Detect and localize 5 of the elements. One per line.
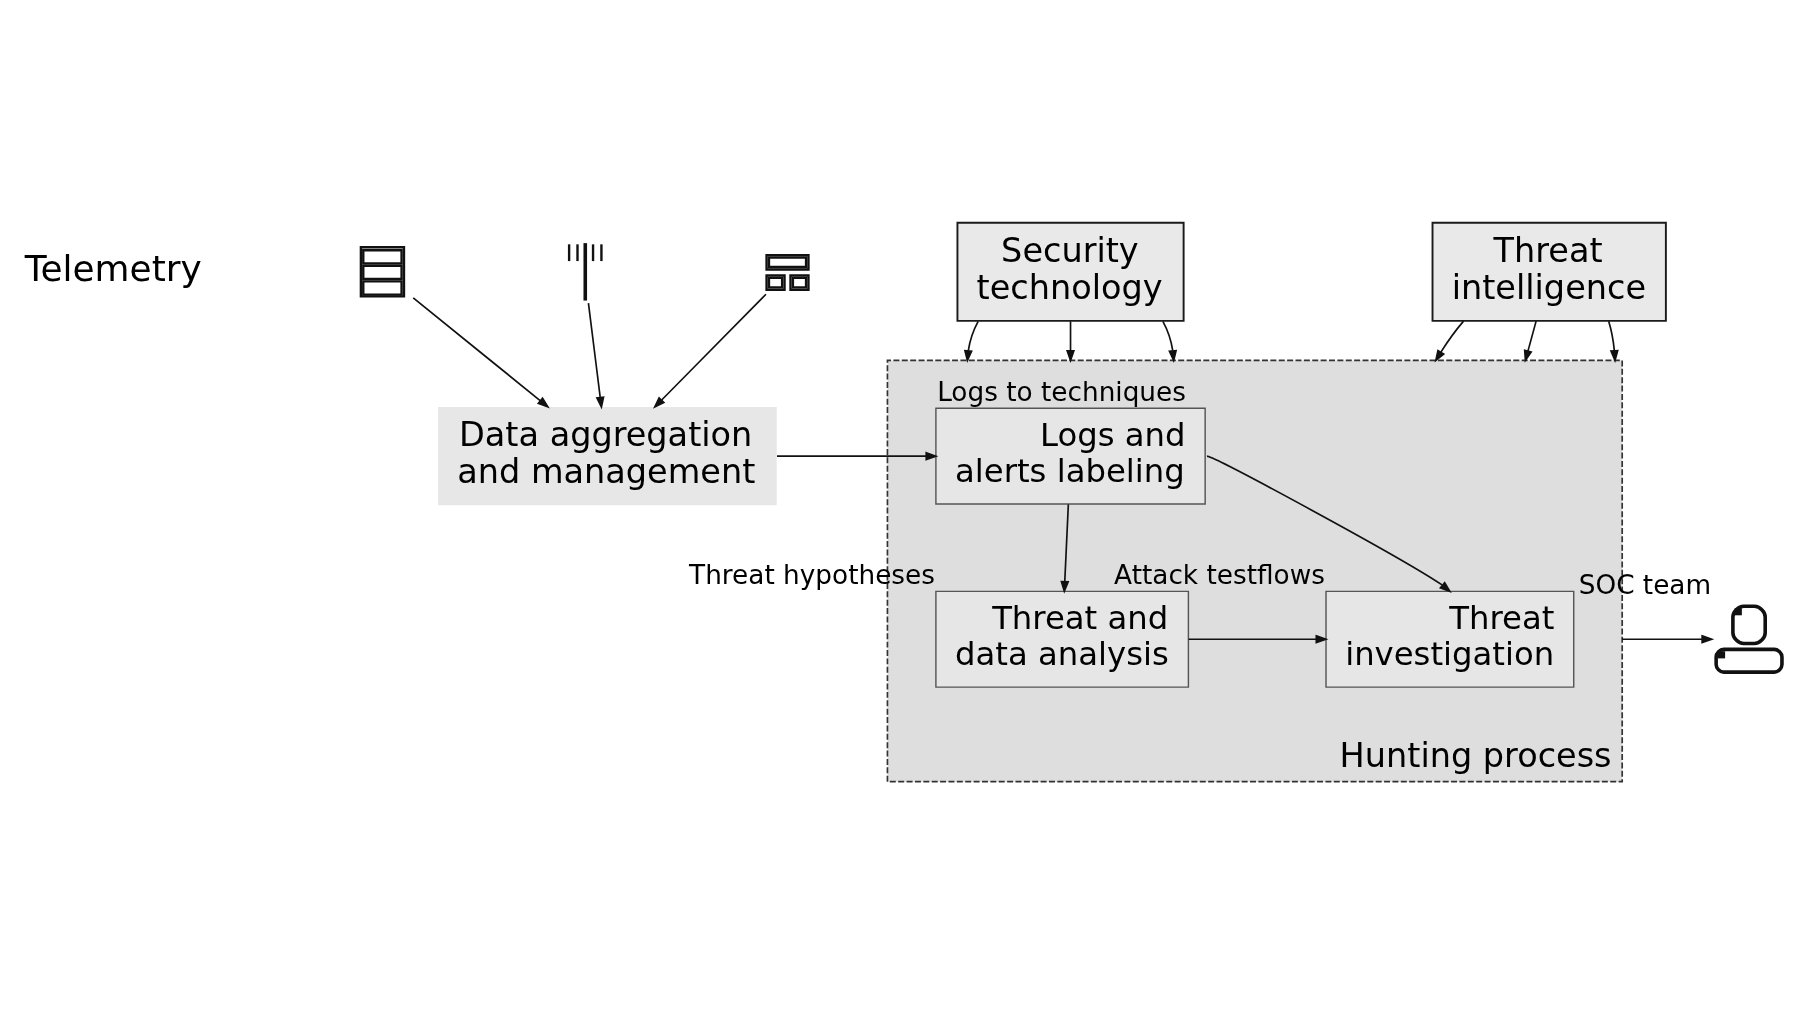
label: Telemetry — [24, 247, 202, 289]
node-label: Logs to techniques — [937, 376, 1186, 407]
node-label: Attack testflows — [1114, 559, 1325, 590]
node-label: Threat hypotheses — [689, 559, 935, 590]
node-label: SOC team — [1578, 569, 1712, 600]
